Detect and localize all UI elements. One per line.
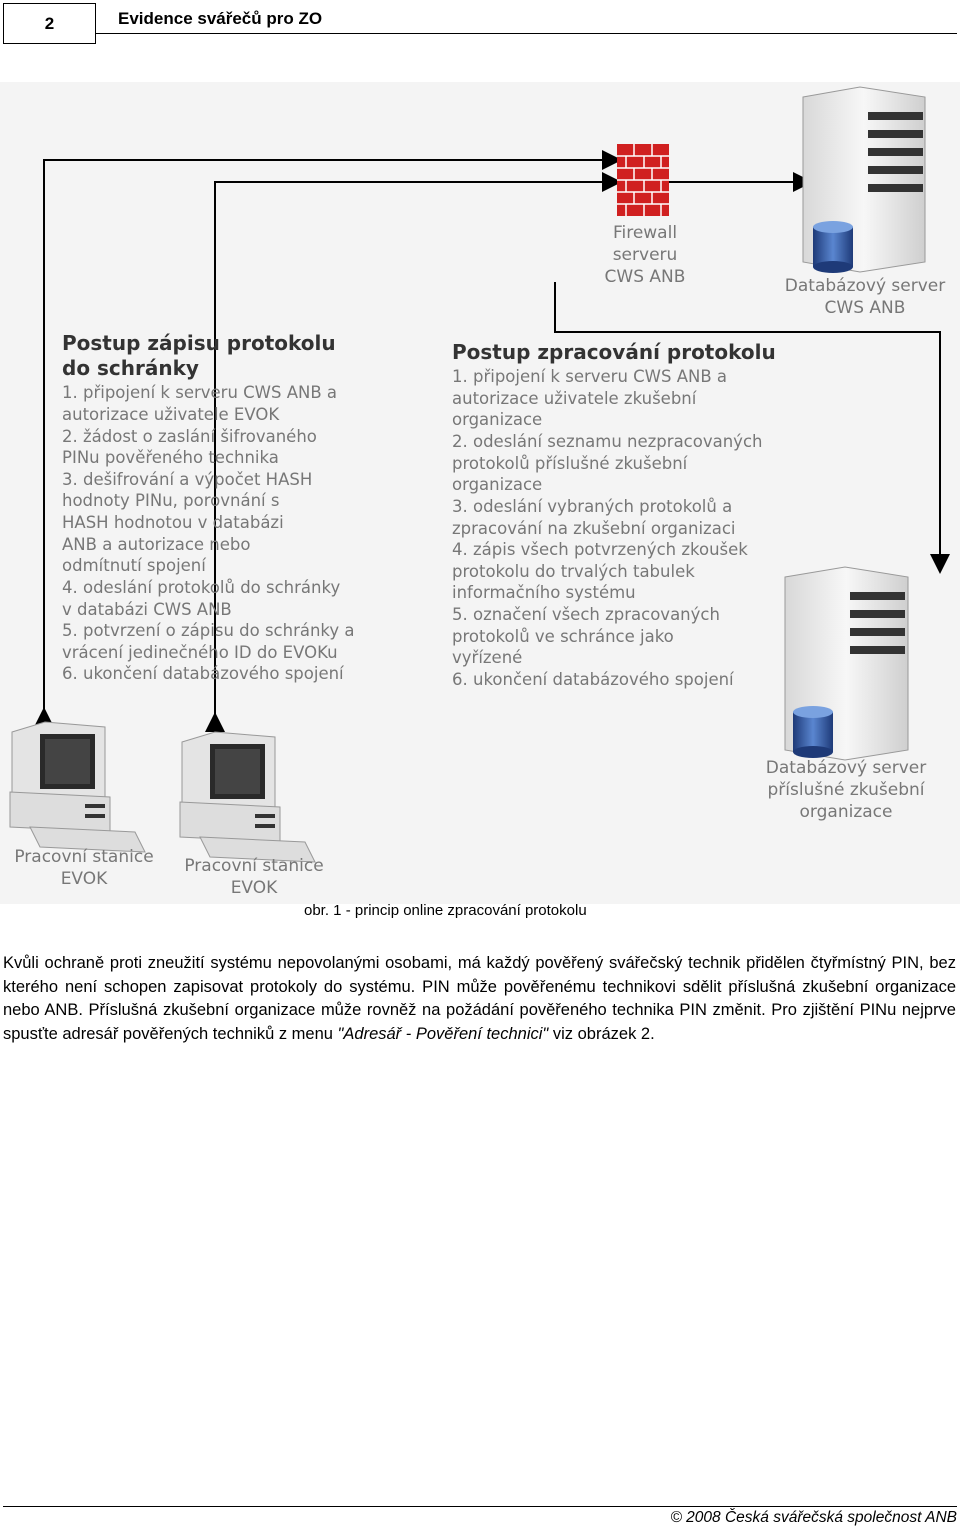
svg-text:Firewall: Firewall — [613, 223, 677, 243]
svg-text:autorizace uživatele zkušební: autorizace uživatele zkušební — [452, 389, 698, 408]
svg-text:v databázi CWS ANB: v databázi CWS ANB — [62, 600, 232, 619]
svg-text:informačního systému: informačního systému — [452, 583, 636, 602]
svg-text:3. odeslání vybraných protokol: 3. odeslání vybraných protokolů a — [452, 497, 732, 516]
svg-text:5. označení všech zpracovaných: 5. označení všech zpracovaných — [452, 605, 720, 624]
firewall-icon — [617, 144, 669, 216]
body-paragraph: Kvůli ochraně proti zneužití systému nep… — [3, 952, 956, 1046]
page-number: 2 — [3, 3, 96, 44]
svg-text:6. ukončení databázového spoje: 6. ukončení databázového spojení — [452, 670, 735, 689]
workstation-icon — [179, 731, 316, 863]
svg-text:autorizace uživatele EVOK: autorizace uživatele EVOK — [62, 405, 280, 424]
svg-text:PINu pověřeného technika: PINu pověřeného technika — [62, 448, 279, 467]
svg-text:3. dešifrování a výpočet HASH: 3. dešifrování a výpočet HASH — [62, 470, 312, 489]
right-procedure: Postup zpracování protokolu 1. připojení… — [452, 340, 776, 689]
svg-text:vyřízené: vyřízené — [452, 648, 522, 667]
svg-text:organizace: organizace — [452, 475, 542, 494]
svg-text:CWS ANB: CWS ANB — [825, 298, 906, 318]
workstation-icon — [9, 721, 146, 853]
svg-text:hodnoty PINu, porovnání s: hodnoty PINu, porovnání s — [62, 491, 279, 510]
svg-text:Databázový server: Databázový server — [785, 276, 945, 296]
svg-text:HASH hodnotou v databázi: HASH hodnotou v databázi — [62, 513, 284, 532]
svg-text:vrácení jedinečného ID do EVOK: vrácení jedinečného ID do EVOKu — [62, 643, 338, 662]
svg-text:serveru: serveru — [613, 245, 678, 265]
svg-text:organizace: organizace — [452, 410, 542, 429]
footer-copyright: © 2008 Česká svářečská společnost ANB — [670, 1509, 957, 1526]
svg-text:2. odeslání seznamu nezpracova: 2. odeslání seznamu nezpracovaných — [452, 432, 762, 451]
workstation-2-label: Pracovní stanice EVOK — [184, 856, 323, 898]
architecture-diagram: Firewall serveru CWS ANB Databázový serv… — [0, 82, 960, 904]
db-server-label: Databázový server CWS ANB — [785, 276, 945, 318]
db-org-label: Databázový server příslušné zkušební org… — [766, 758, 926, 822]
svg-text:Postup zápisu protokolu: Postup zápisu protokolu — [62, 331, 336, 355]
svg-text:protokolu do trvalých tabulek: protokolu do trvalých tabulek — [452, 562, 695, 581]
page-title: Evidence svářečů pro ZO — [118, 9, 323, 28]
svg-text:odmítnutí spojení: odmítnutí spojení — [62, 556, 207, 575]
svg-text:Postup zpracování protokolu: Postup zpracování protokolu — [452, 340, 776, 364]
svg-text:EVOK: EVOK — [61, 869, 108, 889]
svg-text:2. žádost o zaslání šifrovanéh: 2. žádost o zaslání šifrovaného — [62, 427, 317, 446]
svg-text:protokolů ve schránce jako: protokolů ve schránce jako — [452, 627, 674, 646]
left-procedure: Postup zápisu protokolu do schránky 1. p… — [62, 331, 355, 683]
svg-text:organizace: organizace — [800, 802, 893, 822]
paragraph-text: Kvůli ochraně proti zneužití systému nep… — [3, 954, 956, 1043]
svg-text:6. ukončení databázového spoje: 6. ukončení databázového spojení — [62, 664, 345, 683]
svg-text:1. připojení k serveru CWS ANB: 1. připojení k serveru CWS ANB a — [62, 383, 337, 402]
svg-text:Pracovní stanice: Pracovní stanice — [184, 856, 323, 876]
svg-text:Pracovní stanice: Pracovní stanice — [14, 847, 153, 867]
svg-text:protokolů příslušné zkušební: protokolů příslušné zkušební — [452, 454, 689, 473]
database-icon — [793, 706, 833, 758]
svg-text:Databázový server: Databázový server — [766, 758, 926, 778]
svg-text:5. potvrzení o zápisu do schrá: 5. potvrzení o zápisu do schránky a — [62, 621, 355, 640]
svg-text:CWS ANB: CWS ANB — [605, 267, 686, 287]
svg-text:do schránky: do schránky — [62, 356, 199, 380]
paragraph-tail: viz obrázek 2. — [548, 1024, 655, 1043]
svg-text:EVOK: EVOK — [231, 878, 278, 898]
svg-text:4. zápis všech potvrzených zko: 4. zápis všech potvrzených zkoušek — [452, 540, 748, 559]
svg-text:4. odeslání protokolů do schrá: 4. odeslání protokolů do schránky — [62, 578, 340, 597]
connection-lines — [34, 150, 950, 732]
header-rule — [96, 33, 957, 34]
svg-text:zpracování na zkušební organiz: zpracování na zkušební organizaci — [452, 519, 736, 538]
database-icon — [813, 221, 853, 273]
firewall-label: Firewall serveru CWS ANB — [605, 223, 686, 287]
menu-path: "Adresář - Pověření technici" — [337, 1024, 549, 1043]
workstation-1-label: Pracovní stanice EVOK — [14, 847, 153, 889]
svg-text:ANB a autorizace nebo: ANB a autorizace nebo — [62, 535, 250, 554]
svg-text:1. připojení k serveru CWS ANB: 1. připojení k serveru CWS ANB a — [452, 367, 727, 386]
footer-rule — [3, 1506, 957, 1507]
svg-text:příslušné zkušební: příslušné zkušební — [768, 780, 926, 800]
